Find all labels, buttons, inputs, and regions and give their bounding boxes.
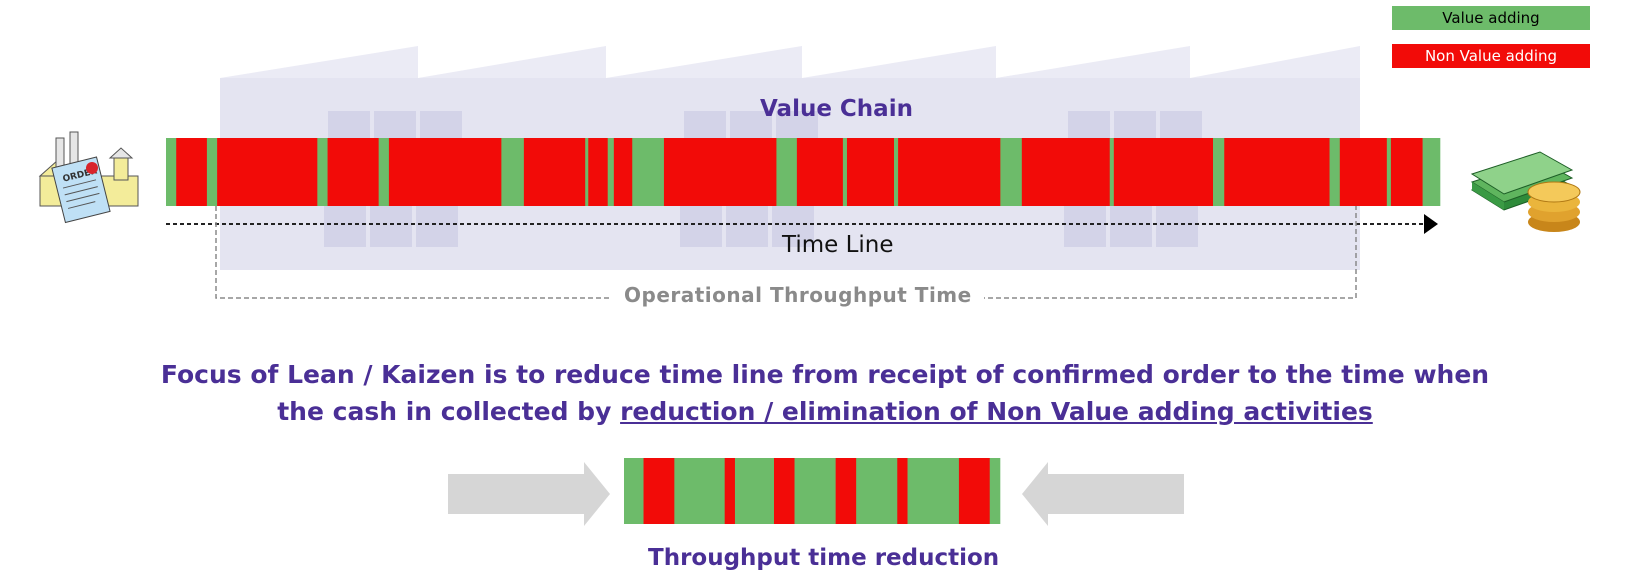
value-adding-segment: [166, 138, 177, 206]
factory-window-right: [1064, 111, 1202, 247]
legend-value-adding: Value adding: [1392, 6, 1590, 30]
non-value-adding-segment: [1390, 138, 1423, 206]
non-value-adding-segment: [388, 138, 502, 206]
value-adding-segment: [794, 458, 836, 524]
non-value-adding-segment: [796, 138, 844, 206]
value-adding-segment: [734, 458, 775, 524]
cash-money-icon: [1470, 151, 1581, 232]
reduced-value-stream-bar: [624, 458, 1001, 524]
value-adding-segment: [776, 138, 798, 206]
non-value-adding-segment: [523, 138, 586, 206]
value-adding-segment: [842, 138, 848, 206]
non-value-adding-segment: [898, 138, 1001, 206]
value-adding-segment: [674, 458, 725, 524]
value-adding-segment: [1386, 138, 1392, 206]
non-value-adding-segment: [1224, 138, 1330, 206]
legend-non-value-adding: Non Value adding: [1392, 44, 1590, 68]
non-value-adding-segment: [643, 458, 675, 524]
value-adding-segment: [585, 138, 589, 206]
focus-line-2-underlined: reduction / elimination of Non Value add…: [620, 397, 1373, 426]
value-adding-segment: [894, 138, 899, 206]
non-value-adding-segment: [773, 458, 795, 524]
non-value-adding-segment: [835, 458, 857, 524]
focus-line-2-plain: the cash in collected by: [277, 397, 621, 426]
non-value-adding-segment: [663, 138, 777, 206]
non-value-adding-segment: [217, 138, 318, 206]
factory-window-left: [324, 111, 462, 247]
non-value-adding-segment: [897, 458, 908, 524]
converge-arrow-right: [1022, 462, 1184, 526]
value-adding-segment: [907, 458, 960, 524]
time-line-arrow: [166, 214, 1438, 234]
value-adding-segment: [1329, 138, 1341, 206]
converge-arrow-left: [448, 462, 610, 526]
value-adding-segment: [607, 138, 615, 206]
value-adding-segment: [1109, 138, 1115, 206]
focus-line-1: Focus of Lean / Kaizen is to reduce time…: [160, 360, 1490, 389]
non-value-adding-segment: [958, 458, 991, 524]
value-adding-segment: [206, 138, 218, 206]
factory-order-icon: ORDER: [38, 131, 139, 224]
value-adding-segment: [1000, 138, 1023, 206]
non-value-adding-segment: [1021, 138, 1111, 206]
value-adding-segment: [378, 138, 390, 206]
focus-statement: Focus of Lean / Kaizen is to reduce time…: [140, 356, 1510, 430]
value-adding-segment: [624, 458, 644, 524]
value-adding-segment: [1213, 138, 1225, 206]
throughput-reduction-label: Throughput time reduction: [648, 545, 1000, 571]
non-value-adding-segment: [613, 138, 633, 206]
value-adding-segment: [1422, 138, 1441, 206]
value-adding-segment: [501, 138, 525, 206]
non-value-adding-segment: [327, 138, 379, 206]
factory-roof: [220, 46, 1360, 78]
non-value-adding-segment: [176, 138, 208, 206]
non-value-adding-segment: [588, 138, 609, 206]
value-chain-title: Value Chain: [760, 96, 913, 122]
value-adding-segment: [856, 458, 898, 524]
time-line-label: Time Line: [782, 232, 894, 258]
value-adding-segment: [632, 138, 665, 206]
focus-line-2: the cash in collected by reduction / eli…: [140, 393, 1510, 430]
value-adding-segment: [317, 138, 328, 206]
value-adding-segment: [989, 458, 1001, 524]
non-value-adding-segment: [846, 138, 895, 206]
factory-window-middle: [680, 111, 818, 247]
operational-throughput-label: Operational Throughput Time: [612, 283, 984, 307]
value-stream-bar: [166, 138, 1441, 206]
non-value-adding-segment: [1339, 138, 1388, 206]
non-value-adding-segment: [1113, 138, 1214, 206]
non-value-adding-segment: [724, 458, 736, 524]
